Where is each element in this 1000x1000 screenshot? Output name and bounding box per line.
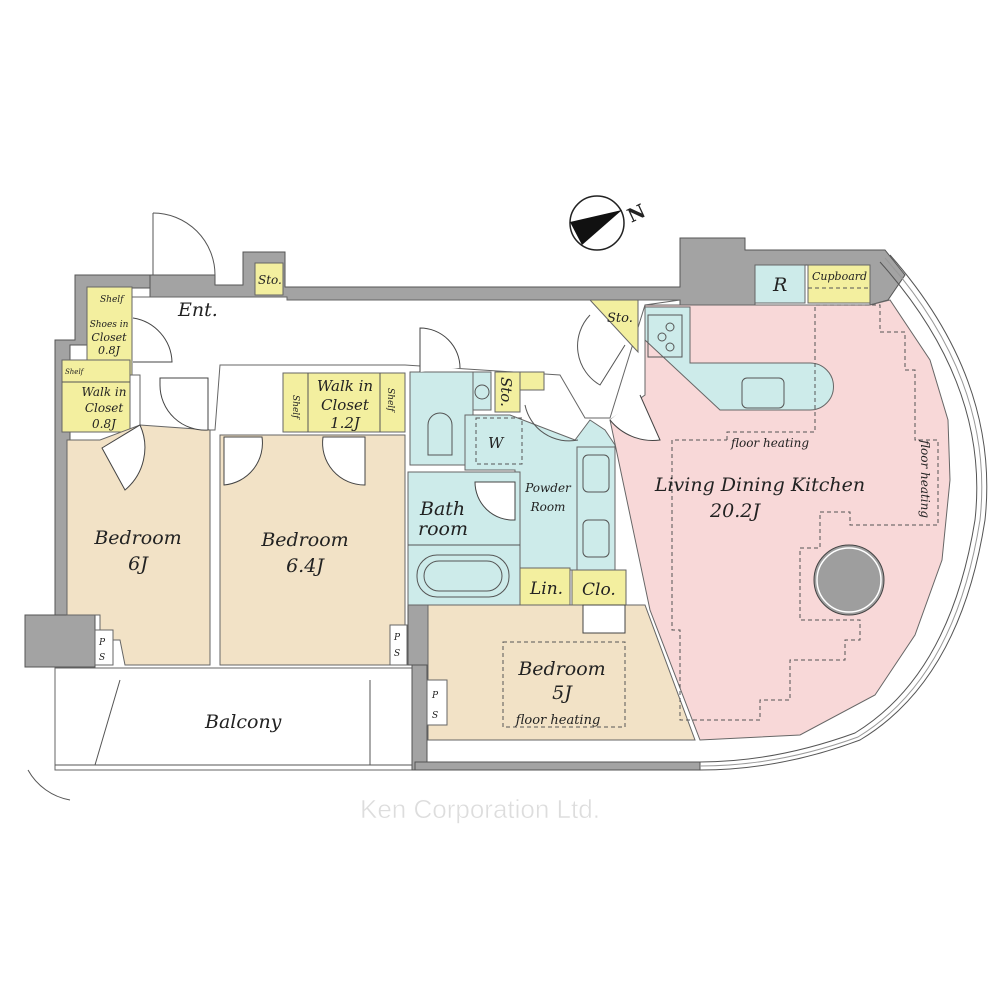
- ldk-size: 20.2J: [709, 500, 761, 522]
- sink-icon: [582, 454, 610, 493]
- wic-door[interactable]: [322, 436, 366, 486]
- walk-in-closet-small[interactable]: [61, 359, 131, 433]
- wic-small-label-1: Walk in: [82, 385, 127, 399]
- bathtub-icon: [416, 554, 510, 598]
- bedroom-5j-floor-heating: [502, 641, 626, 728]
- closet-door[interactable]: [582, 604, 626, 634]
- balcony-label: Balcony: [204, 711, 282, 733]
- entrance-door[interactable]: [152, 212, 216, 276]
- living-dining-kitchen: [609, 299, 951, 741]
- bedroom-5j-size: 5J: [552, 682, 573, 704]
- toilet-room: [409, 371, 474, 466]
- toilet-door[interactable]: [419, 327, 461, 372]
- closet-label: Clo.: [582, 580, 616, 600]
- ps2-label-s: S: [394, 649, 400, 659]
- kitchen-counter: [644, 306, 834, 411]
- washer-space: [475, 417, 523, 465]
- stove-icon: [647, 314, 683, 358]
- curved-window: [699, 254, 988, 771]
- kitchen-sink-icon: [741, 377, 785, 409]
- wic-small-shelf-label: Shelf: [65, 368, 85, 376]
- bedroom-5j-note: floor heating: [515, 713, 601, 728]
- storage-hall[interactable]: [588, 299, 639, 354]
- wic-small-label-2: Closet: [85, 401, 124, 415]
- toilet-icon: [427, 412, 453, 456]
- walk-in-closet-large[interactable]: [282, 372, 406, 433]
- shoes-shelf-label: Shelf: [100, 295, 125, 305]
- bedroom-5j-label: Bedroom: [517, 658, 605, 680]
- bedroom-6-4j: [219, 434, 406, 666]
- watermark: Ken Corporation Ltd.: [360, 794, 600, 824]
- cupboard[interactable]: [807, 264, 871, 304]
- ldk-note-top: floor heating: [730, 436, 809, 450]
- ldk-note-right: floor heating: [918, 439, 932, 518]
- bedroom-6-4j-door[interactable]: [223, 436, 263, 486]
- bedroom-6-4j-label: Bedroom: [260, 529, 348, 551]
- storage-entry[interactable]: [254, 262, 284, 296]
- bathroom-label-1: Bath: [419, 498, 465, 520]
- balcony: Balcony: [27, 667, 416, 801]
- bathroom-label-2: room: [418, 518, 468, 540]
- bedroom-6j-label: Bedroom: [93, 527, 181, 549]
- bedroom-6j-closet-door[interactable]: [101, 424, 146, 491]
- ps-label-p: P: [98, 638, 106, 648]
- powder-room-label-2: Room: [530, 500, 566, 514]
- refrigerator-label: R: [772, 274, 787, 296]
- compass-icon: N: [569, 195, 649, 251]
- linen-closet[interactable]: [519, 567, 571, 606]
- column: [813, 544, 885, 616]
- sink-icon: [582, 519, 610, 558]
- storage-wc[interactable]: [494, 371, 521, 413]
- ldk-label: Living Dining Kitchen: [654, 474, 865, 496]
- linen-label: Lin.: [529, 579, 563, 599]
- storage-wc-label: Sto.: [497, 377, 515, 407]
- cupboard-label: Cupboard: [812, 270, 867, 283]
- ps2-label-p: P: [393, 633, 401, 643]
- wic-large-label-3: 1.2J: [330, 414, 361, 432]
- shoes-closet-door[interactable]: [132, 317, 173, 363]
- ps3-label-s: S: [432, 711, 438, 721]
- toilet-sink: [472, 371, 492, 411]
- bedroom-6j: [66, 424, 211, 666]
- wic-large-label-2: Closet: [321, 396, 370, 414]
- powder-room-label-1: Powder: [524, 481, 572, 495]
- entrance-label: Ent.: [177, 299, 218, 321]
- wic-shelf-left-label: Shelf: [290, 395, 300, 420]
- bedroom-6-4j-size: 6.4J: [286, 555, 325, 577]
- compass-north-label: N: [624, 200, 649, 227]
- ps3-label-p: P: [431, 691, 439, 701]
- washer-label: W: [488, 434, 505, 452]
- shoes-closet-label-2: Closet: [91, 331, 127, 344]
- pipe-space: [94, 629, 114, 666]
- storage-entry-label: Sto.: [258, 273, 282, 287]
- bedroom-6j-size: 6J: [128, 553, 149, 575]
- storage-hall-label: Sto.: [607, 311, 633, 326]
- shoes-closet-label-3: 0.8J: [98, 344, 120, 357]
- pipe-space-3: [426, 679, 448, 726]
- ldk-door[interactable]: [609, 394, 661, 441]
- wic-small-label-3: 0.8J: [92, 417, 117, 431]
- pipe-space-2: [389, 624, 408, 666]
- bathroom-door[interactable]: [474, 481, 516, 521]
- ps-label-s: S: [99, 653, 105, 663]
- wic-large-label-1: Walk in: [317, 377, 373, 395]
- bedroom-6j-door[interactable]: [159, 377, 209, 431]
- refrigerator-space: [754, 264, 806, 304]
- hallway: [91, 296, 681, 431]
- shoes-closet-label-1: Shoes in: [90, 320, 129, 330]
- wic-shelf-right-label: Shelf: [385, 388, 395, 413]
